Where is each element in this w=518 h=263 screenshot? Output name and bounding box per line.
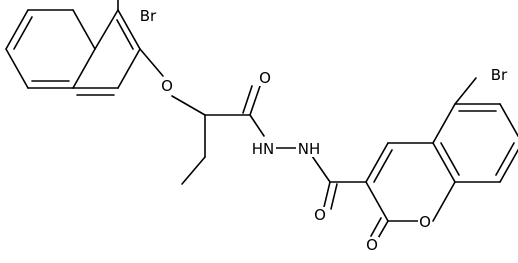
- bond: [117, 48, 141, 89]
- bond: [72, 48, 96, 89]
- atom-label-hydrazide-nh-left: HN: [252, 140, 275, 158]
- atom-label-br-naphthyl: Br: [140, 7, 157, 25]
- atom-label-br-coumarin: Br: [491, 66, 508, 84]
- atom-label-ring-oxygen: O: [419, 213, 431, 231]
- bond: [181, 156, 206, 185]
- bond: [370, 217, 382, 237]
- bond: [454, 77, 477, 105]
- bond: [495, 142, 515, 176]
- bond: [432, 142, 456, 183]
- bond: [249, 85, 261, 116]
- bond: [440, 142, 460, 176]
- bond: [365, 181, 389, 222]
- bond: [249, 114, 265, 137]
- bond: [373, 149, 393, 183]
- bond: [376, 220, 389, 241]
- bond: [117, 9, 141, 50]
- bond: [432, 103, 456, 144]
- bond: [94, 9, 119, 50]
- label-layer: Br O O HN NH O O O Br: [137, 7, 510, 254]
- atom-label-amide-oxygen: O: [259, 69, 271, 87]
- bond: [499, 148, 518, 183]
- bond: [323, 181, 331, 208]
- bond: [13, 16, 33, 50]
- bond: [5, 9, 29, 50]
- atom-label-lactone-oxygen: O: [366, 236, 378, 254]
- atom-label-ether-oxygen: O: [161, 77, 173, 95]
- bond: [311, 155, 331, 183]
- bond: [242, 85, 253, 114]
- bond: [139, 48, 164, 77]
- bond: [116, 19, 134, 50]
- bond: [72, 9, 96, 50]
- bond: [432, 181, 456, 222]
- bond: [365, 142, 389, 183]
- bond: [171, 95, 206, 116]
- bond: [499, 103, 518, 138]
- bond-layer: [5, 0, 518, 241]
- bond: [330, 183, 338, 210]
- atom-label-carbonyl-oxygen: O: [314, 206, 326, 224]
- bond: [5, 48, 29, 89]
- atom-label-hydrazide-nh-right: NH: [298, 140, 321, 158]
